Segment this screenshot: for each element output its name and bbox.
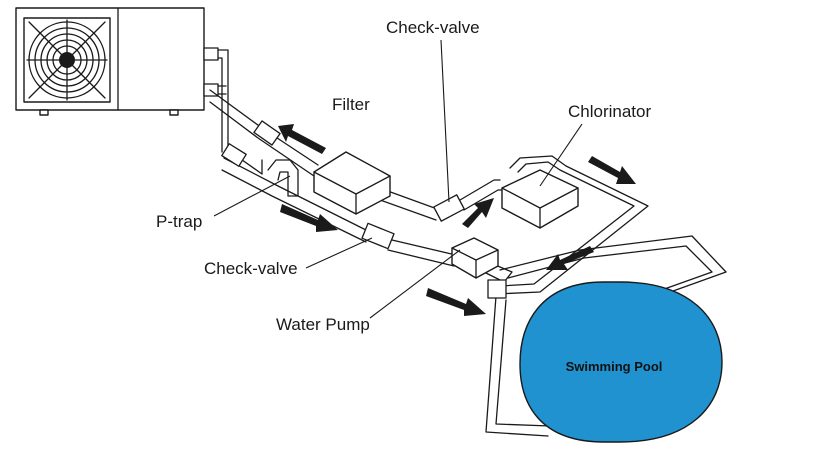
arrow-icon bbox=[426, 288, 486, 316]
swimming-pool-shape bbox=[519, 281, 723, 443]
heat-pump-unit bbox=[15, 7, 219, 116]
check-valve-top bbox=[433, 194, 465, 222]
arrow-icon bbox=[462, 198, 494, 228]
water-pump-unit bbox=[451, 237, 499, 279]
swimming-pool: Swimming Pool bbox=[519, 281, 723, 443]
leader-lines bbox=[213, 39, 583, 319]
fan-grille-icon bbox=[23, 17, 111, 103]
check-valve-top-label: Check-valve bbox=[386, 18, 480, 37]
chlorinator-unit bbox=[501, 169, 579, 229]
water-pump-label: Water Pump bbox=[276, 315, 370, 334]
filter-label: Filter bbox=[332, 95, 370, 114]
arrow-icon bbox=[280, 204, 338, 232]
arrow-icon bbox=[278, 124, 326, 154]
check-valve-bottom-label: Check-valve bbox=[204, 259, 298, 278]
p-trap-label: P-trap bbox=[156, 212, 202, 231]
check-valve-bottom bbox=[361, 222, 395, 250]
swimming-pool-label: Swimming Pool bbox=[566, 359, 663, 374]
fittings bbox=[221, 120, 507, 299]
arrow-icon bbox=[546, 246, 594, 270]
arrow-icon bbox=[588, 156, 636, 184]
filter-unit bbox=[313, 151, 391, 215]
flow-arrows bbox=[278, 124, 636, 316]
chlorinator-label: Chlorinator bbox=[568, 102, 651, 121]
